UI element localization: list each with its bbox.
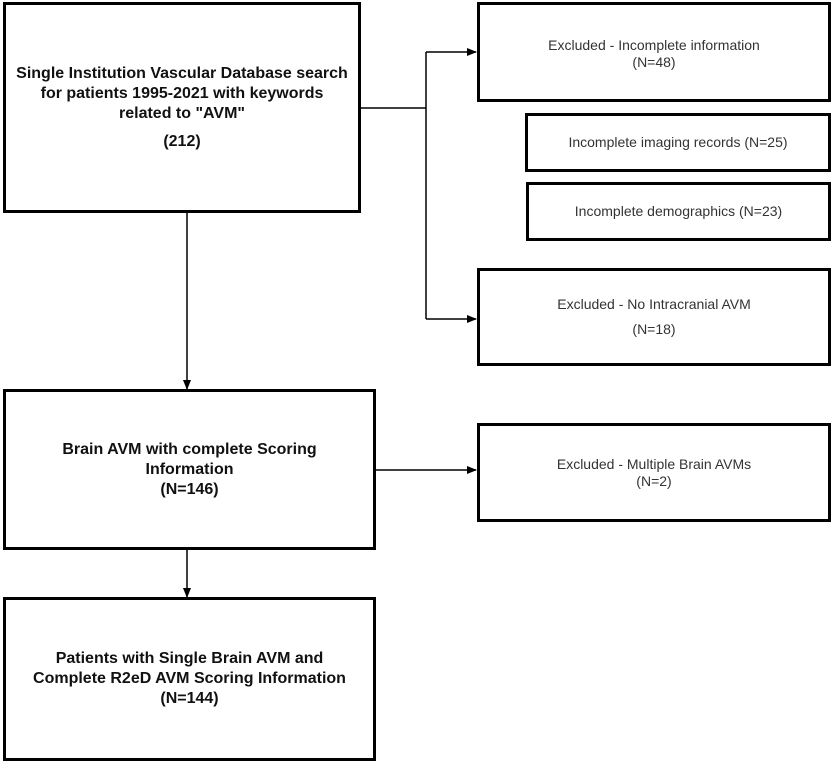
final-count: (N=144)	[160, 690, 219, 707]
scoring-count: (N=146)	[160, 480, 219, 498]
search-count: (212)	[163, 132, 201, 150]
excluded-multiple-box: Excluded - Multiple Brain AVMs (N=2)	[477, 423, 831, 522]
incomplete-demographics-box: Incomplete demographics (N=23)	[526, 182, 831, 241]
excluded-incomplete-info-box: Excluded - Incomplete information (N=48)	[477, 2, 831, 102]
multiple-count: (N=2)	[636, 472, 672, 489]
search-box: Single Institution Vascular Database sea…	[3, 2, 361, 213]
multiple-label: Excluded - Multiple Brain AVMs	[556, 455, 752, 472]
no-intracranial-label: Excluded - No Intracranial AVM	[557, 296, 751, 312]
imaging-label: Incomplete imaging records (N=25)	[568, 134, 788, 150]
scoring-line-1: Brain AVM with complete Scoring	[62, 440, 317, 458]
excluded-no-intracranial-box: Excluded - No Intracranial AVM (N=18)	[477, 268, 831, 366]
complete-scoring-box: Brain AVM with complete Scoring Informat…	[3, 389, 376, 550]
scoring-line-2: Information	[145, 460, 234, 478]
final-line-2: Complete R2eD AVM Scoring Information	[33, 670, 346, 687]
demographics-label: Incomplete demographics (N=23)	[574, 203, 783, 219]
incomplete-imaging-box: Incomplete imaging records (N=25)	[525, 113, 831, 172]
incomplete-info-label: Excluded - Incomplete information	[548, 37, 760, 53]
incomplete-info-count: (N=48)	[632, 54, 676, 70]
search-line-3: related to "AVM"	[119, 104, 245, 122]
final-line-1: Patients with Single Brain AVM and	[55, 650, 324, 667]
final-box: Patients with Single Brain AVM and Compl…	[3, 597, 376, 761]
no-intracranial-count: (N=18)	[632, 321, 676, 337]
search-line-2: for patients 1995-2021 with keywords	[40, 84, 324, 102]
search-line-1: Single Institution Vascular Database sea…	[16, 64, 348, 82]
